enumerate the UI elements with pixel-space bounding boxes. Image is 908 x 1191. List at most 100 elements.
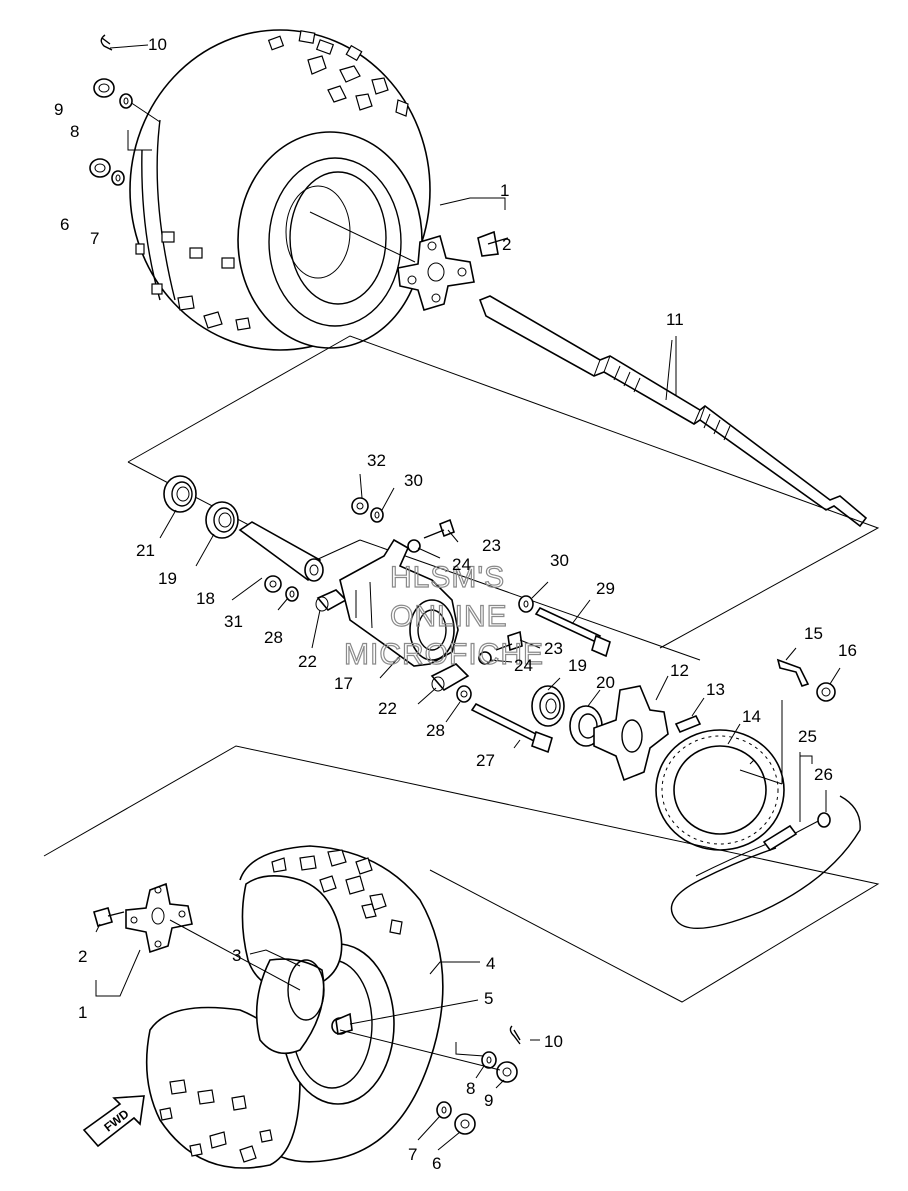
washer-7-upper xyxy=(111,170,125,186)
callout-23-lower: 23 xyxy=(544,639,563,658)
washer-28-lower xyxy=(456,685,472,703)
callout-11: 11 xyxy=(666,310,684,329)
callout-22-lower: 22 xyxy=(378,699,397,718)
callout-4: 4 xyxy=(486,954,495,973)
callout-8-lower: 8 xyxy=(466,1079,475,1098)
callout-28-lower: 28 xyxy=(426,721,445,740)
washer-30-top xyxy=(370,507,384,523)
watermark: HLSM'S ONLINE MICROFICHE xyxy=(343,560,544,671)
callout-26: 26 xyxy=(814,765,833,784)
washer-8-lower xyxy=(481,1051,497,1069)
watermark-line-2: ONLINE xyxy=(390,600,508,633)
callout-numbers: 10 9 8 6 7 1 2 11 32 30 21 19 23 24 18 3… xyxy=(54,35,857,1173)
callout-1-lower: 1 xyxy=(78,1003,87,1022)
cotter-pin-upper xyxy=(100,34,113,51)
callout-7-upper: 7 xyxy=(90,229,99,248)
callout-8-upper: 8 xyxy=(70,122,79,141)
bearing-19-left xyxy=(205,501,239,539)
callout-31: 31 xyxy=(224,612,243,631)
nut-31 xyxy=(264,575,282,593)
callout-9-lower: 9 xyxy=(484,1091,493,1110)
bolt-27 xyxy=(470,702,553,754)
nut-16 xyxy=(816,682,836,702)
callout-6-upper: 6 xyxy=(60,215,69,234)
upper-leaders xyxy=(109,44,506,263)
nut-9-upper xyxy=(93,78,115,98)
callout-23-top: 23 xyxy=(482,536,501,555)
chain-guide-bracket-15 xyxy=(776,658,810,687)
callout-21: 21 xyxy=(136,541,155,560)
bearing-19-right xyxy=(531,685,565,727)
washer-24-lower xyxy=(478,651,492,665)
callout-16: 16 xyxy=(838,641,857,660)
wheel-hub-upper xyxy=(397,234,475,311)
nut-9-lower xyxy=(496,1061,518,1083)
callout-30-top: 30 xyxy=(404,471,423,490)
bolt-23-lower xyxy=(495,630,523,652)
watermark-line-1: HLSM'S xyxy=(390,561,505,594)
callout-7-lower: 7 xyxy=(408,1145,417,1164)
middle-leaders xyxy=(159,336,841,822)
callout-12: 12 xyxy=(670,661,689,680)
callout-18: 18 xyxy=(196,589,215,608)
nut-6-upper xyxy=(89,158,111,178)
callout-10-upper: 10 xyxy=(148,35,167,54)
lower-wheel-tire xyxy=(145,845,444,1169)
washer-24-top xyxy=(407,539,421,553)
callout-28-left: 28 xyxy=(264,628,283,647)
lower-group-outline xyxy=(43,745,880,1003)
callout-24-top: 24 xyxy=(452,555,471,574)
bolt-2-lower xyxy=(93,907,125,927)
rear-axle xyxy=(478,295,868,528)
callout-25: 25 xyxy=(798,727,817,746)
callout-3: 3 xyxy=(232,946,241,965)
callout-14: 14 xyxy=(742,707,761,726)
washer-30-right xyxy=(518,595,534,613)
callout-13: 13 xyxy=(706,680,725,699)
stud-13 xyxy=(674,714,702,734)
callout-10-lower: 10 xyxy=(544,1032,563,1051)
callout-20: 20 xyxy=(596,673,615,692)
callout-1-upper: 1 xyxy=(500,181,509,200)
washer-7-lower xyxy=(436,1101,452,1119)
nut-6-lower xyxy=(454,1113,476,1135)
callout-6-lower: 6 xyxy=(432,1154,441,1173)
washer-28-left xyxy=(285,586,299,602)
callout-30-right: 30 xyxy=(550,551,569,570)
master-link-26 xyxy=(817,812,831,828)
fwd-arrow-icon: FWD xyxy=(82,1095,145,1148)
callout-2-upper: 2 xyxy=(502,235,511,254)
bolt-29 xyxy=(534,606,611,658)
lower-leaders xyxy=(95,919,540,1151)
watermark-line-3: MICROFICHE xyxy=(344,638,544,671)
callout-19-right: 19 xyxy=(568,656,587,675)
callout-17: 17 xyxy=(334,674,353,693)
clamp-22-left xyxy=(315,589,348,612)
stud-5 xyxy=(335,1012,353,1036)
clamp-22-lower xyxy=(430,663,470,692)
callout-15: 15 xyxy=(804,624,823,643)
nut-32 xyxy=(351,497,369,515)
callout-22-left: 22 xyxy=(298,652,317,671)
washer-8-upper xyxy=(119,93,133,109)
middle-group-outline xyxy=(127,335,880,649)
callout-29: 29 xyxy=(596,579,615,598)
callout-32: 32 xyxy=(367,451,386,470)
upper-wheel-tire xyxy=(129,29,431,351)
bolt-23-top xyxy=(423,518,455,539)
sprocket-14 xyxy=(655,729,785,851)
bearing-21 xyxy=(163,475,197,513)
callout-9-upper: 9 xyxy=(54,100,63,119)
axle-housing-17 xyxy=(339,538,459,667)
callout-2-lower: 2 xyxy=(78,947,87,966)
sprocket-hub-12 xyxy=(593,685,669,782)
bolt-2-upper xyxy=(477,230,509,257)
callout-19-left: 19 xyxy=(158,569,177,588)
callout-27: 27 xyxy=(476,751,495,770)
drive-chain-25 xyxy=(670,795,861,930)
cotter-pin-lower xyxy=(509,1025,521,1045)
callout-5: 5 xyxy=(484,989,493,1008)
callout-24-lower: 24 xyxy=(514,656,533,675)
wheel-hub-lower xyxy=(125,882,193,954)
